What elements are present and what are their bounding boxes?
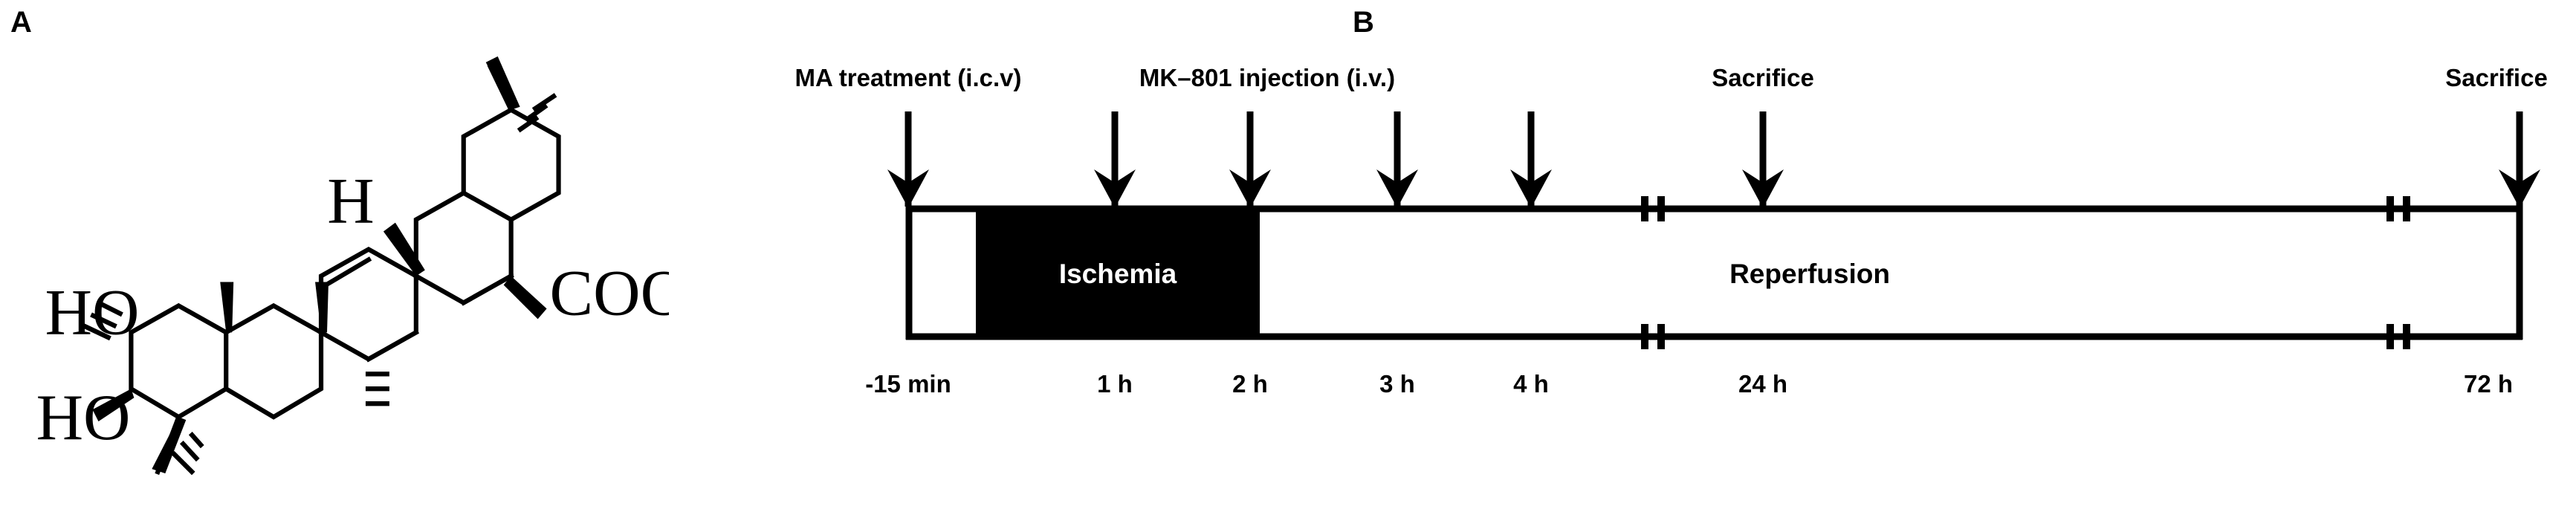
axis-break-2: [2386, 196, 2410, 349]
event-label-ma-treatment: MA treatment (i.c.v): [795, 64, 1022, 91]
panel-a-letter: A: [10, 6, 32, 39]
timeline-svg: MA treatment (i.c.v) MK–801 injection (i…: [795, 64, 2548, 398]
panel-a-chemical-structure: A: [0, 0, 669, 509]
event-label-sacrifice-72h: Sacrifice: [2445, 64, 2548, 91]
arrow-head-4h: [1510, 169, 1552, 208]
carboxyl-label: COOH: [550, 257, 669, 329]
phase-label-reperfusion: Reperfusion: [1729, 259, 1890, 289]
panel-b-experimental-timeline: B MA treatment (i.c.v) MK–801 injection …: [669, 0, 2576, 509]
time-label--15min: -15 min: [865, 370, 951, 398]
time-label-2h: 2 h: [1232, 370, 1268, 398]
time-label-24h: 24 h: [1738, 370, 1787, 398]
axis-break-1: [1641, 196, 1665, 349]
arrow-head-24h: [1742, 169, 1784, 208]
phase-label-ischemia: Ischemia: [1059, 259, 1177, 289]
time-label-3h: 3 h: [1379, 370, 1415, 398]
molecule-bond-skeleton: [129, 107, 561, 420]
arrow-head-1h: [1094, 169, 1136, 208]
arrow-head-3h: [1376, 169, 1418, 208]
stereo-wedge-bonds: [92, 222, 547, 422]
event-label-mk801-injection: MK–801 injection (i.v.): [1139, 64, 1395, 91]
hydroxyl-label-2alpha: HO: [45, 276, 140, 348]
time-label-1h: 1 h: [1097, 370, 1133, 398]
hydroxyl-label-3beta: HO: [36, 382, 131, 454]
maslinic-acid-structure-svg: HO HO H COOH: [36, 56, 669, 476]
time-label-72h: 72 h: [2464, 370, 2513, 398]
time-label-4h: 4 h: [1513, 370, 1549, 398]
stereo-hash-bonds: [81, 93, 557, 476]
event-label-sacrifice-24h: Sacrifice: [1712, 64, 1814, 91]
event-arrow-shafts: [904, 111, 2523, 207]
panel-b-letter: B: [1353, 6, 1374, 39]
arrow-head-72h: [2499, 169, 2540, 208]
arrow-head-2h: [1229, 169, 1271, 208]
phase-block-ischemia: [976, 212, 1260, 334]
event-arrow-heads: [887, 169, 2540, 208]
arrow-head--15min: [887, 169, 929, 208]
methyl-wedges: [152, 56, 520, 474]
hydrogen-label: H: [327, 166, 374, 238]
